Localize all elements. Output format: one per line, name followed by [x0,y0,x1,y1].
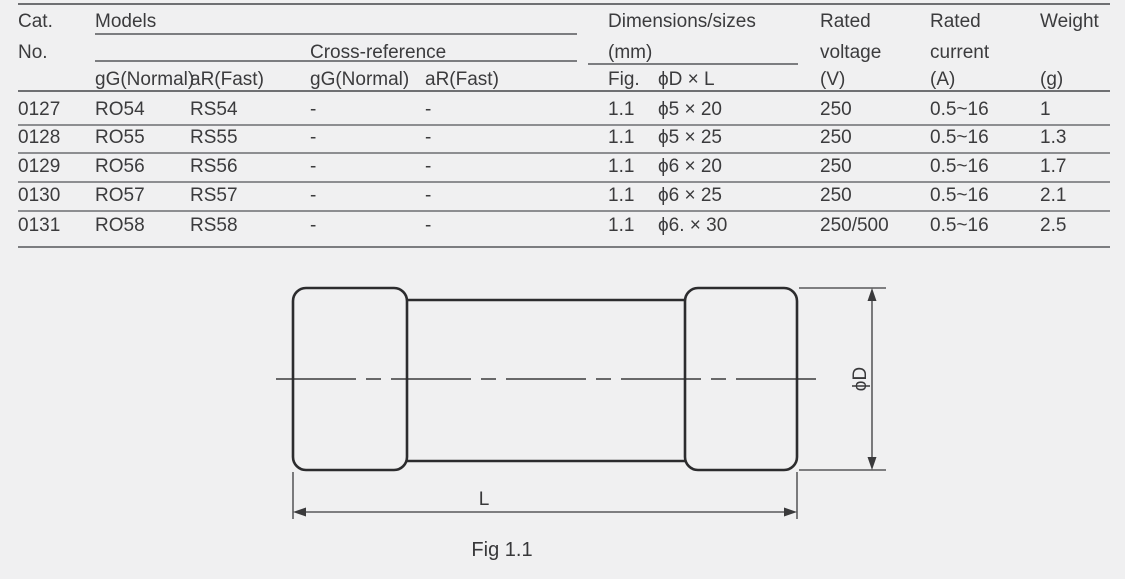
table-row: 0129 RO56 RS56 - - 1.1 ϕ6 × 20 250 0.5~16 1.7 [0,154,1125,180]
table-row: 0130 RO57 RS57 - - 1.1 ϕ6 × 25 250 0.5~16 2.1 [0,183,1125,209]
table-row: 0128 RO55 RS55 - - 1.1 ϕ5 × 25 250 0.5~16 1.3 [0,125,1125,151]
subheader-cell: aR(Fast) [190,69,264,90]
table-cell: 250/500 [820,215,889,236]
cross-reference-underline [95,60,577,62]
table-cell: ϕ6. × 30 [658,215,728,236]
arrowhead-right-icon [784,507,797,517]
header-cat-line1: Cat. [18,11,53,32]
table-cell: RS58 [190,215,238,236]
row-separator [18,181,1110,183]
row-separator [18,152,1110,154]
table-cell: RO56 [95,156,145,177]
table-cell: 1.1 [608,215,635,236]
table-top-border [18,3,1110,5]
header-bottom-border [18,90,1110,92]
subheader-cell: (V) [820,69,846,90]
table-cell: 1.1 [608,127,635,148]
table-cell: RO58 [95,215,145,236]
table-cell: 250 [820,156,852,177]
table-cell: - [310,185,317,206]
table-cell: 0130 [18,185,61,206]
header-dimensions-line1: Dimensions/sizes [608,11,756,32]
table-cell: ϕ5 × 20 [658,99,722,120]
table-cell: 0127 [18,99,61,120]
table-cell: RS54 [190,99,238,120]
table-cell: RO55 [95,127,145,148]
fuse-right-end-cap [683,286,799,472]
header-cat-line2: No. [18,42,48,63]
table-cell: 250 [820,127,852,148]
table-cell: RS57 [190,185,238,206]
figure-caption: Fig 1.1 [471,539,532,561]
table-cell: - [425,127,432,148]
diameter-dimension-label: ϕD [850,367,871,391]
table-cell: 250 [820,185,852,206]
table-cell: 0.5~16 [930,215,989,236]
table-cell: 0.5~16 [930,185,989,206]
table-cell: - [425,99,432,120]
table-cell: - [425,215,432,236]
table-cell: RO57 [95,185,145,206]
table-cell: 1.3 [1040,127,1067,148]
table-cell: - [310,156,317,177]
length-dimension-label: L [479,489,490,510]
subheader-cell: Fig. [608,69,640,90]
table-cell: - [310,127,317,148]
header-cross-reference: Cross-reference [310,42,447,63]
table-bottom-border [18,246,1110,248]
table-cell: - [310,215,317,236]
subheader-cell: ϕD × L [658,69,715,90]
header-models: Models [95,11,157,32]
table-cell: ϕ6 × 25 [658,185,722,206]
subheader-cell: aR(Fast) [425,69,499,90]
table-cell: ϕ5 × 25 [658,127,722,148]
subheader-cell: (g) [1040,69,1064,90]
table-cell: 0.5~16 [930,156,989,177]
subheader-cell: gG(Normal) [95,69,195,90]
table-cell: 250 [820,99,852,120]
table-cell: 1 [1040,99,1051,120]
header-rated-current-line1: Rated [930,11,981,32]
table-cell: 1.1 [608,156,635,177]
header-weight: Weight [1040,11,1099,32]
table-cell: RS55 [190,127,238,148]
table-cell: ϕ6 × 20 [658,156,722,177]
table-cell: 1.7 [1040,156,1067,177]
table-cell: 0128 [18,127,61,148]
table-cell: 1.1 [608,185,635,206]
models-group-underline [95,33,577,35]
subheader-cell: gG(Normal) [310,69,410,90]
fuse-left-end-cap [291,286,409,472]
table-cell: RS56 [190,156,238,177]
subheader-cell: (A) [930,69,956,90]
table-cell: - [425,185,432,206]
header-rated-current-line2: current [930,42,990,63]
table-cell: - [310,99,317,120]
table-cell: 0.5~16 [930,99,989,120]
row-separator [18,210,1110,212]
table-cell: 0129 [18,156,61,177]
header-rated-voltage-line1: Rated [820,11,871,32]
table-row: 0131 RO58 RS58 - - 1.1 ϕ6. × 30 250/500 0.5~16 2.… [0,213,1125,239]
arrowhead-left-icon [293,507,306,517]
header-dimensions-line2: (mm) [608,42,653,63]
table-cell: RO54 [95,99,145,120]
table-cell: 0131 [18,215,61,236]
table-cell: 2.5 [1040,215,1067,236]
arrowhead-up-icon [867,288,877,301]
arrowhead-down-icon [867,457,877,470]
dimensions-group-underline [588,63,798,65]
header-rated-voltage-line2: voltage [820,42,882,63]
table-cell: 0.5~16 [930,127,989,148]
row-separator [18,124,1110,126]
table-cell: 2.1 [1040,185,1067,206]
table-cell: - [425,156,432,177]
table-row: 0127 RO54 RS54 - - 1.1 ϕ5 × 20 250 0.5~16 1 [0,97,1125,123]
table-cell: 1.1 [608,99,635,120]
